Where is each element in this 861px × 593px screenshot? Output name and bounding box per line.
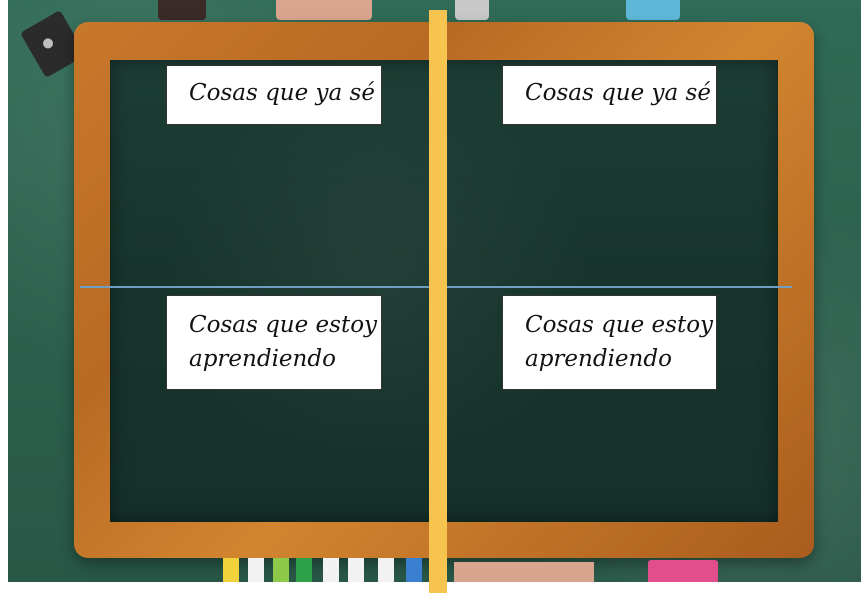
- vertical-divider: [429, 10, 447, 593]
- pencil-icon: [296, 558, 312, 582]
- eraser-icon: [648, 560, 718, 582]
- ruler-icon: [454, 562, 594, 582]
- top-object-ruler: [276, 0, 372, 20]
- card-text-line-2: aprendiendo: [189, 346, 336, 372]
- card-things-i-know-left[interactable]: Cosas que ya sé: [166, 65, 382, 125]
- card-text-line-1: Cosas que estoy: [189, 312, 378, 338]
- pencil-icon: [323, 558, 339, 582]
- top-object-gray: [455, 0, 489, 20]
- pencil-icon: [348, 558, 364, 582]
- card-things-learning-left[interactable]: Cosas que estoy aprendiendo: [166, 295, 382, 390]
- card-things-i-know-right[interactable]: Cosas que ya sé: [502, 65, 717, 125]
- top-object-blue: [626, 0, 680, 20]
- pencil-icon: [273, 558, 289, 582]
- pencil-icon: [406, 558, 422, 582]
- school-supplies: [8, 558, 861, 582]
- card-text: Cosas que ya sé: [525, 80, 711, 106]
- top-object-dark: [158, 0, 206, 20]
- card-text-line-1: Cosas que estoy: [525, 312, 714, 338]
- card-things-learning-right[interactable]: Cosas que estoy aprendiendo: [502, 295, 717, 390]
- pencil-icon: [378, 558, 394, 582]
- card-text-line-2: aprendiendo: [525, 346, 672, 372]
- card-text: Cosas que ya sé: [189, 80, 375, 106]
- pencil-icon: [223, 558, 239, 582]
- pencil-icon: [248, 558, 264, 582]
